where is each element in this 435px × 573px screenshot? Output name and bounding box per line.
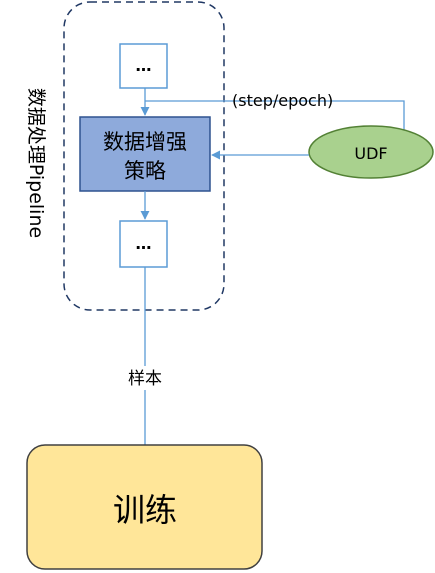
sample-label-bg [121,366,169,390]
pipeline-bottom-step-box [119,220,168,268]
pipeline-top-step-box [119,43,168,89]
training-label: 训练 [113,491,177,529]
augment-strategy-line2: 策略 [124,159,166,183]
pipeline-top-step-label: … [136,56,152,75]
training-box [26,444,263,570]
pipeline-bottom-step-label: … [136,234,152,253]
augment-strategy-box [79,116,211,192]
pipeline-label: 数据处理Pipeline [25,88,47,238]
augment-strategy-line1: 数据增强 [103,130,187,154]
sample-label: 样本 [128,369,162,389]
udf-feedback-label: (step/epoch) [232,91,333,110]
udf-node [308,125,434,179]
pipeline-container [63,1,225,311]
udf-label: UDF [354,144,387,163]
